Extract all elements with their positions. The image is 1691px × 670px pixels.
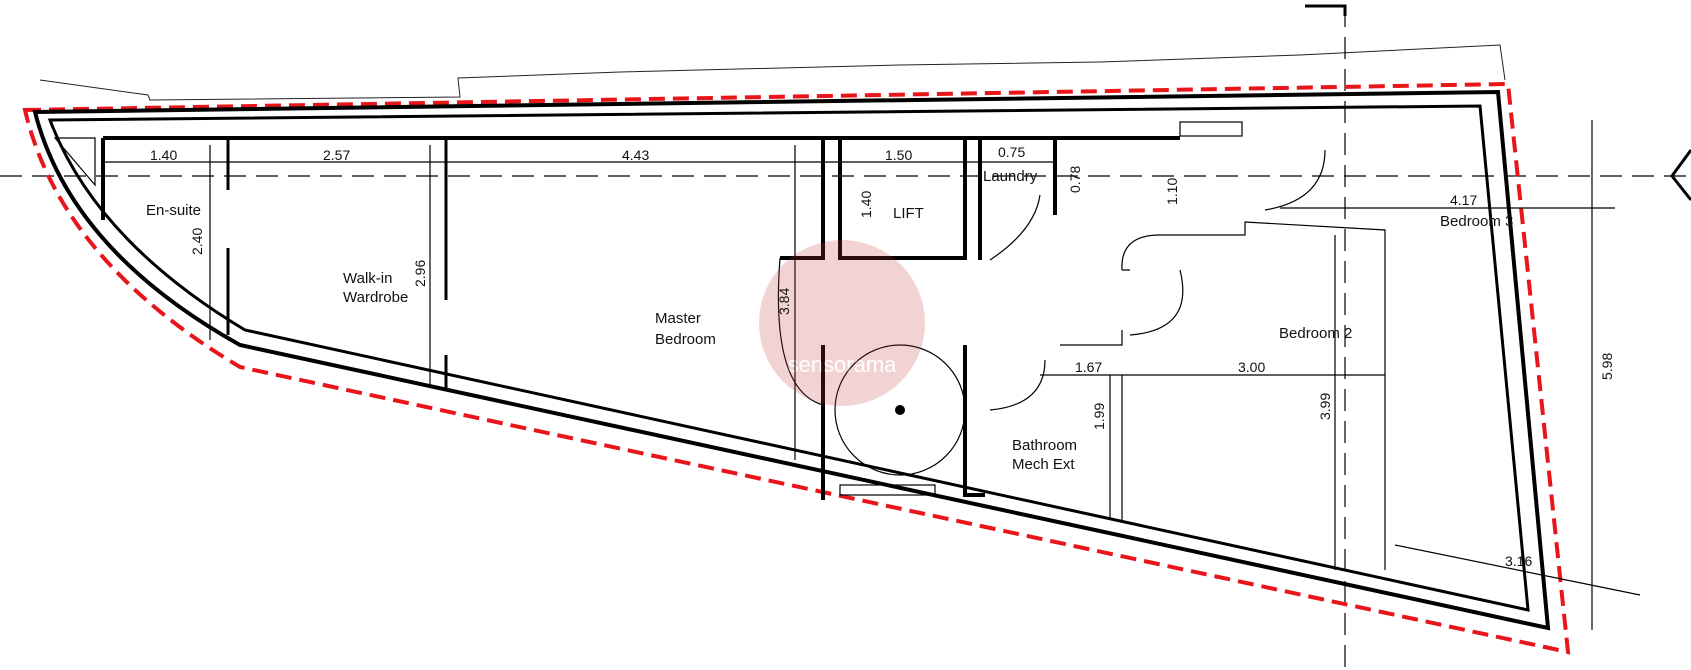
dimension-label: 3.84 (776, 288, 792, 315)
room-label-wardrobe: Wardrobe (343, 289, 408, 306)
dimension-label: 3.16 (1505, 553, 1532, 569)
dimension-label: 5.98 (1599, 353, 1615, 380)
corridor-wall (1060, 221, 1386, 570)
dimension-label: 0.78 (1067, 166, 1083, 193)
window (839, 484, 936, 496)
dimension-label: 1.50 (885, 147, 912, 163)
dimension-label: 2.40 (189, 228, 205, 255)
spiral-staircase-core (895, 405, 905, 415)
ensuite-shower (53, 137, 96, 187)
outer-wall (32, 89, 1551, 631)
section-marker (1305, 4, 1347, 16)
dimension-label: 1.10 (1164, 178, 1180, 205)
dimension-line (1394, 544, 1641, 596)
room-label-bedroom3: Bedroom 3 (1440, 213, 1513, 230)
room-label-master: Bedroom (655, 331, 716, 348)
stair-wall (821, 345, 985, 500)
dimension-label: 0.75 (998, 144, 1025, 160)
room-label-ensuite: En-suite (146, 202, 201, 219)
section-arrow-icon (1670, 149, 1691, 201)
dimension-label: 3.99 (1317, 393, 1333, 420)
lift-wall (780, 136, 967, 260)
dimension-label: 1.67 (1075, 359, 1102, 375)
room-label-laundry: Laundry (983, 168, 1038, 185)
laundry-wall (978, 138, 1057, 260)
room-label-lift: LIFT (893, 205, 924, 222)
outer-wall-inner (47, 104, 1530, 612)
room-label-bathroom: Bathroom (1012, 437, 1077, 454)
room-label-wardrobe: Walk-in (343, 270, 392, 287)
room-label-bathroom: Mech Ext (1012, 456, 1075, 473)
room-label-master: Master (655, 310, 701, 327)
spiral-staircase (834, 344, 966, 476)
dimension-label: 1.40 (858, 191, 874, 218)
window (1179, 121, 1243, 137)
room-label-bedroom2: Bedroom 2 (1279, 325, 1352, 342)
dimension-label: 4.17 (1450, 192, 1477, 208)
watermark-text: sensorama (788, 352, 898, 377)
dimension-label: 2.96 (412, 260, 428, 287)
dimension-label: 2.57 (323, 147, 350, 163)
dimension-label: 4.43 (622, 147, 649, 163)
dimension-label: 3.00 (1238, 359, 1265, 375)
door-swing (777, 149, 1326, 411)
watermark-logo: sensorama (759, 240, 925, 406)
dimension-label: 1.99 (1091, 403, 1107, 430)
site-context-line (39, 44, 1506, 101)
dimension-label: 1.40 (150, 147, 177, 163)
site-boundary (22, 81, 1571, 655)
